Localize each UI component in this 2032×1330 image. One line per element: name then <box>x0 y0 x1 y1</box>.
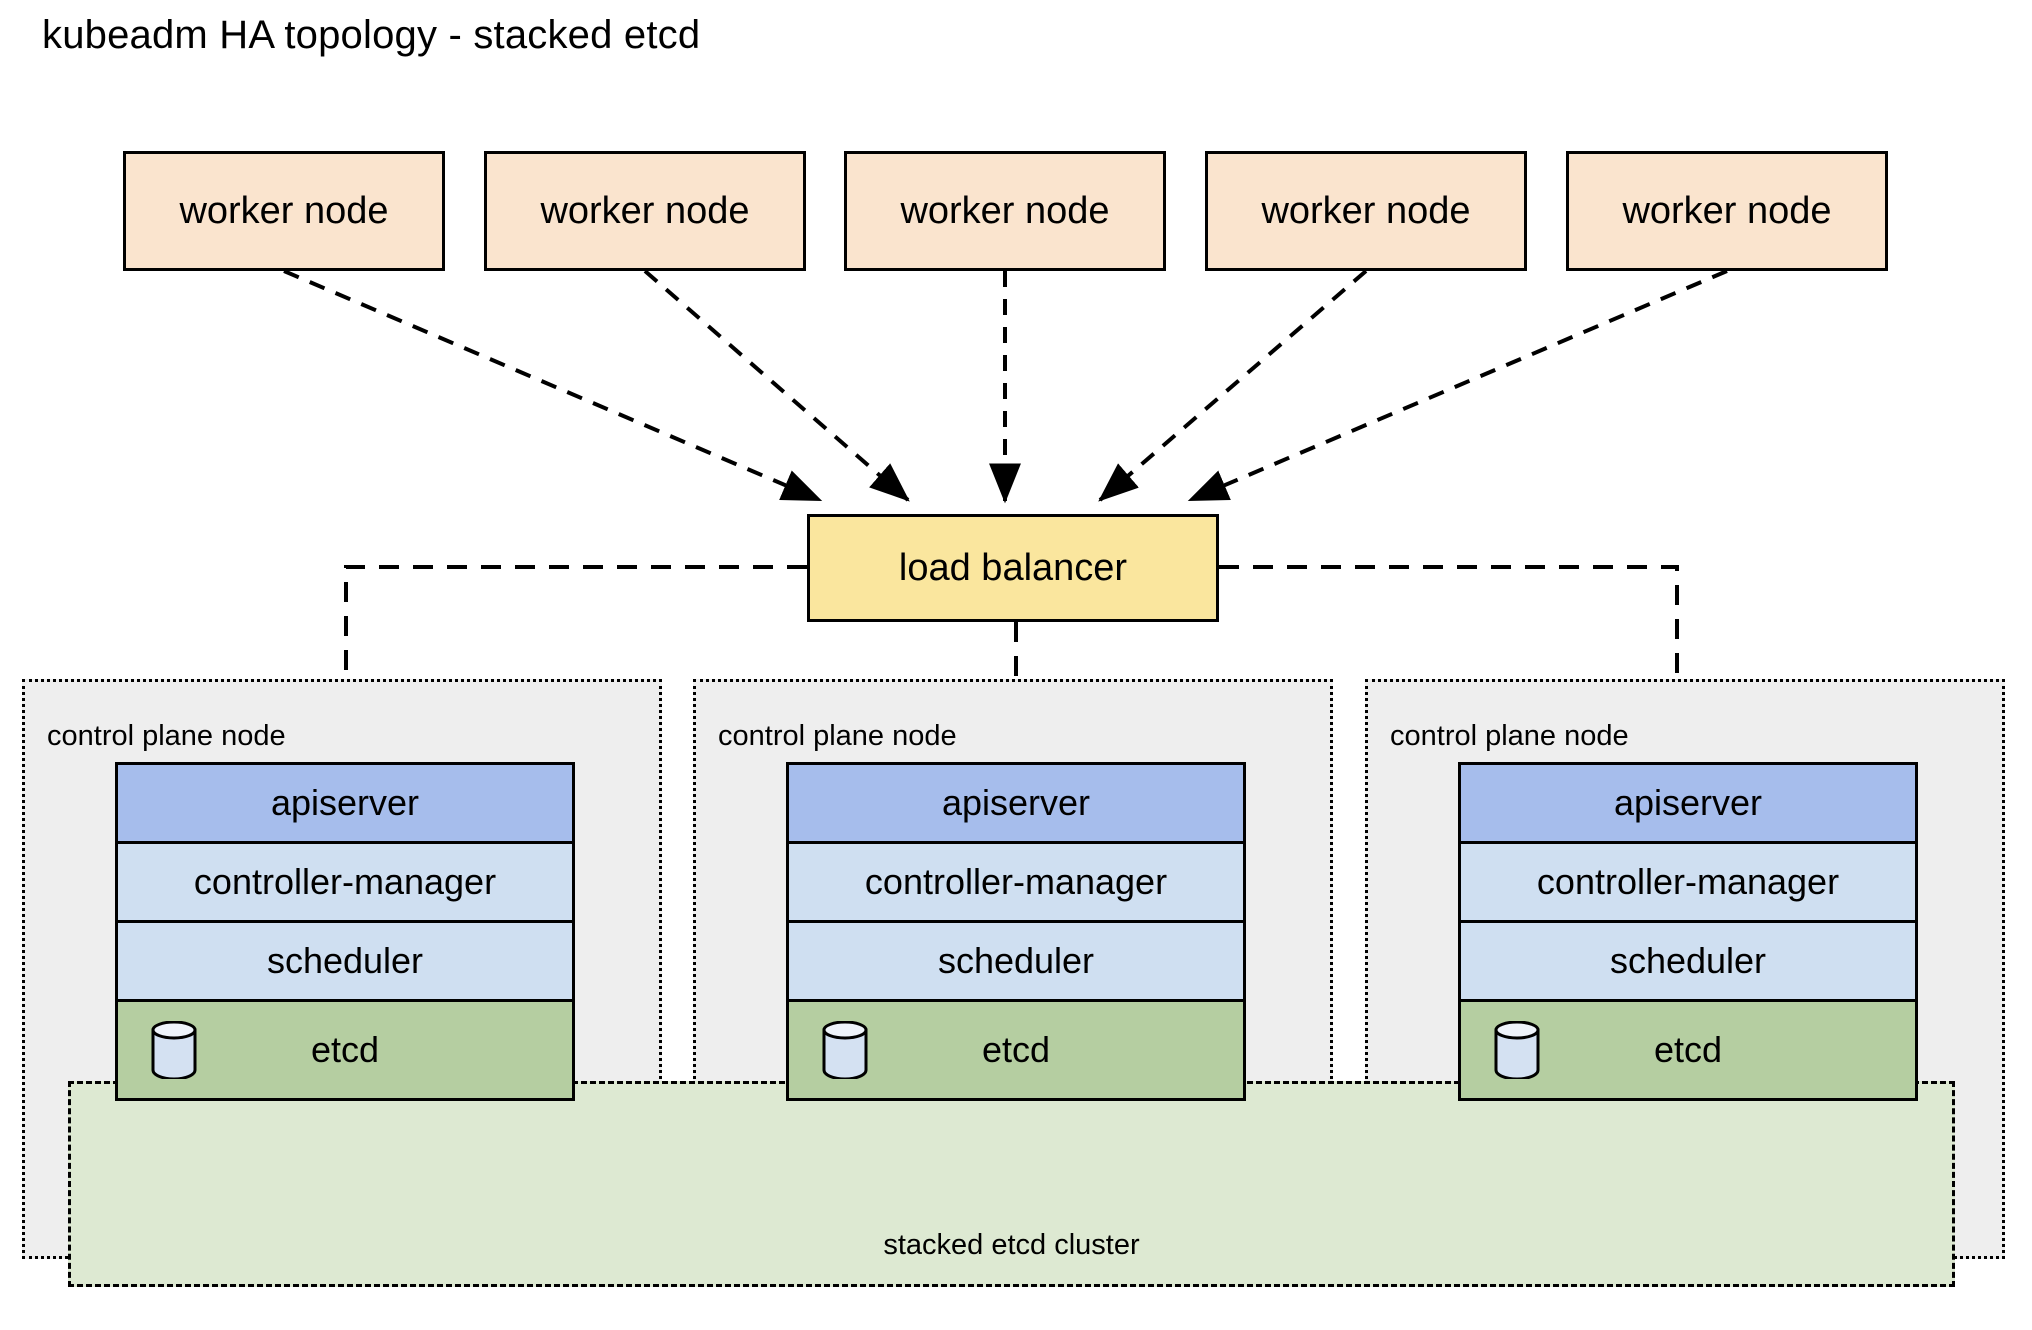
scheduler-box-2[interactable]: scheduler <box>786 920 1246 1002</box>
apiserver-box-2[interactable]: apiserver <box>786 762 1246 844</box>
apiserver-box-1[interactable]: apiserver <box>115 762 575 844</box>
edge-worker4-to-lb <box>1098 269 1368 502</box>
apiserver-label: apiserver <box>270 782 420 823</box>
worker-node-label: worker node <box>1622 189 1832 232</box>
component-stack-2: apiserver controller-manager scheduler e… <box>786 762 1246 1101</box>
controller-manager-box-2[interactable]: controller-manager <box>786 841 1246 923</box>
stacked-etcd-cluster-region: stacked etcd cluster <box>68 1081 1955 1287</box>
worker-node-label: worker node <box>1261 189 1471 232</box>
controller-manager-label: controller-manager <box>193 861 497 902</box>
etcd-label: etcd <box>981 1029 1051 1070</box>
etcd-label: etcd <box>310 1029 380 1070</box>
stacked-etcd-cluster-label: stacked etcd cluster <box>883 1229 1140 1261</box>
load-balancer-label: load balancer <box>898 546 1128 589</box>
edge-worker1-to-lb <box>283 269 823 502</box>
database-cylinder-icon <box>151 1021 197 1079</box>
apiserver-label: apiserver <box>941 782 1091 823</box>
etcd-box-1[interactable]: etcd <box>115 999 575 1101</box>
etcd-box-3[interactable]: etcd <box>1458 999 1918 1101</box>
component-stack-3: apiserver controller-manager scheduler e… <box>1458 762 1918 1101</box>
apiserver-box-3[interactable]: apiserver <box>1458 762 1918 844</box>
control-plane-node-label: control plane node <box>47 720 286 752</box>
database-cylinder-icon <box>822 1021 868 1079</box>
controller-manager-label: controller-manager <box>864 861 1168 902</box>
worker-node-1[interactable]: worker node <box>123 151 445 271</box>
scheduler-box-3[interactable]: scheduler <box>1458 920 1918 1002</box>
worker-node-label: worker node <box>900 189 1110 232</box>
component-stack-1: apiserver controller-manager scheduler e… <box>115 762 575 1101</box>
scheduler-label: scheduler <box>1609 940 1767 981</box>
edge-worker2-to-lb <box>643 269 910 502</box>
worker-node-2[interactable]: worker node <box>484 151 806 271</box>
worker-node-3[interactable]: worker node <box>844 151 1166 271</box>
etcd-box-2[interactable]: etcd <box>786 999 1246 1101</box>
edge-worker5-to-lb <box>1187 269 1728 502</box>
scheduler-box-1[interactable]: scheduler <box>115 920 575 1002</box>
controller-manager-box-3[interactable]: controller-manager <box>1458 841 1918 923</box>
control-plane-node-label: control plane node <box>1390 720 1629 752</box>
page-title: kubeadm HA topology - stacked etcd <box>42 13 701 57</box>
etcd-label: etcd <box>1653 1029 1723 1070</box>
scheduler-label: scheduler <box>266 940 424 981</box>
scheduler-label: scheduler <box>937 940 1095 981</box>
load-balancer-node[interactable]: load balancer <box>807 514 1219 622</box>
worker-node-label: worker node <box>179 189 389 232</box>
apiserver-label: apiserver <box>1613 782 1763 823</box>
control-plane-node-label: control plane node <box>718 720 957 752</box>
worker-node-4[interactable]: worker node <box>1205 151 1527 271</box>
controller-manager-label: controller-manager <box>1536 861 1840 902</box>
database-cylinder-icon <box>1494 1021 1540 1079</box>
worker-node-label: worker node <box>540 189 750 232</box>
worker-node-5[interactable]: worker node <box>1566 151 1888 271</box>
controller-manager-box-1[interactable]: controller-manager <box>115 841 575 923</box>
